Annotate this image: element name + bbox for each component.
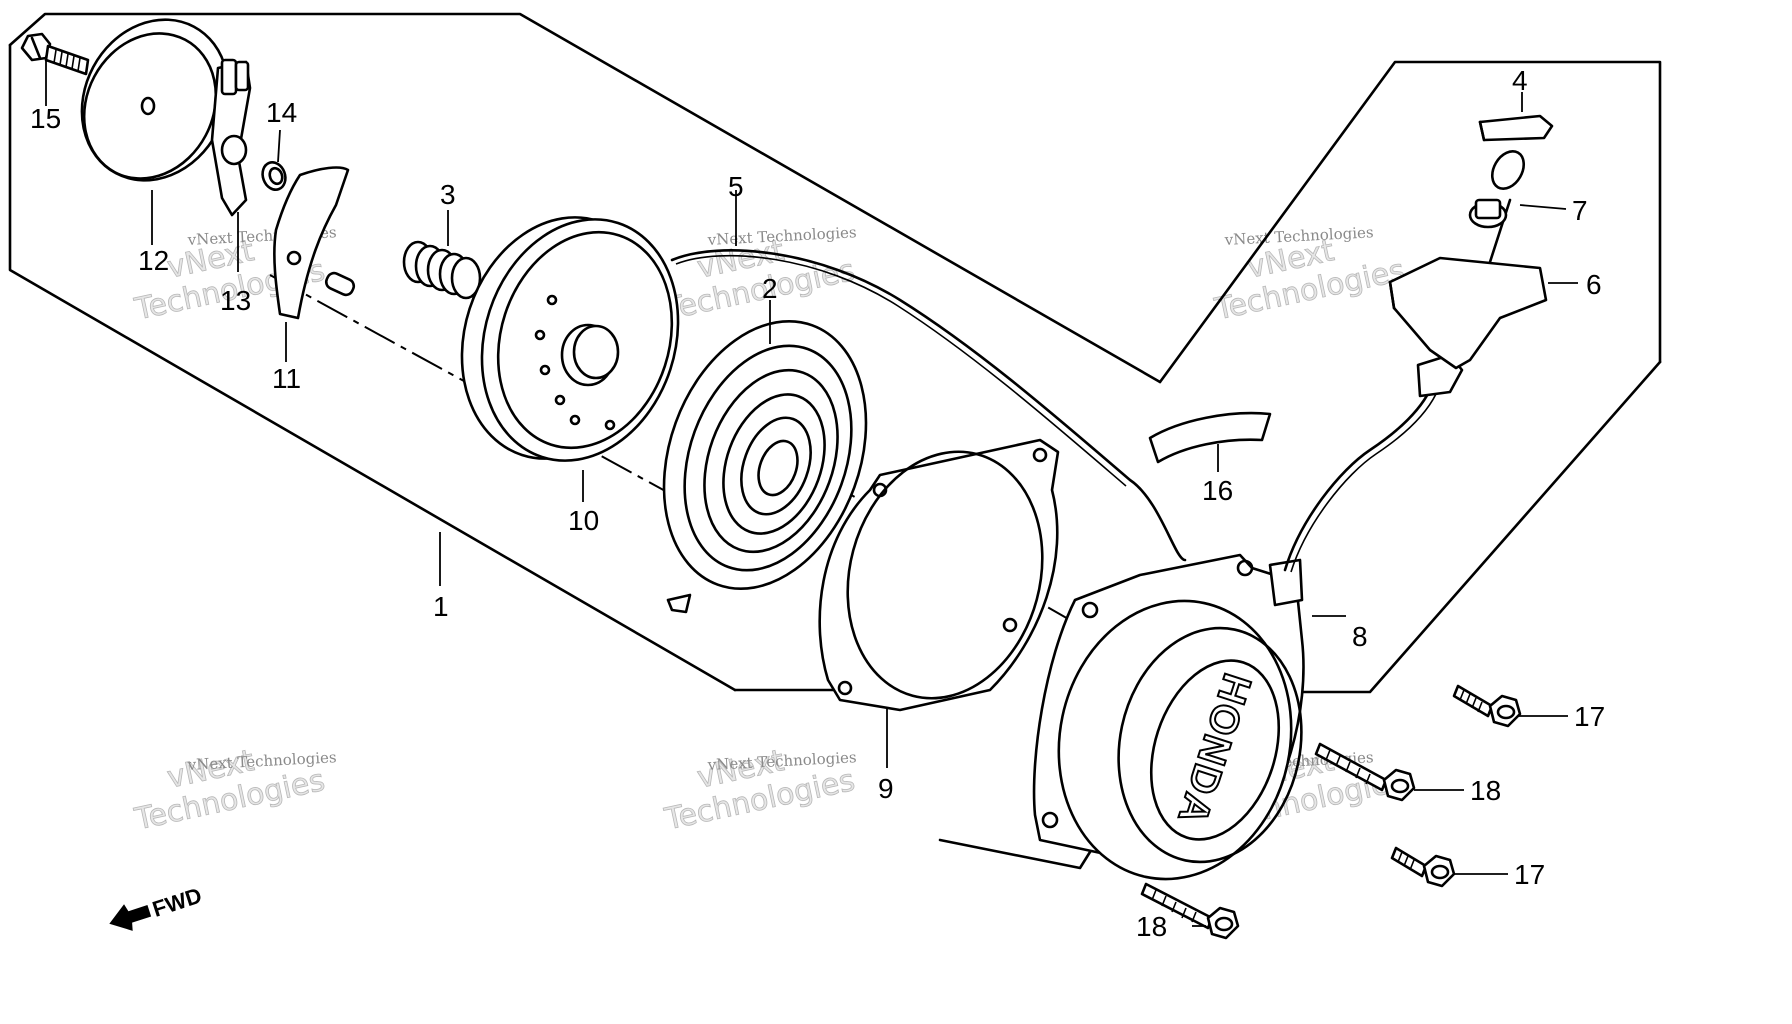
callout-18-lower: 18	[1136, 911, 1167, 942]
callout-16: 16	[1202, 475, 1233, 506]
label-16	[1148, 411, 1272, 464]
callout-15: 15	[30, 103, 61, 134]
callout-8: 8	[1352, 621, 1368, 652]
callout-12: 12	[138, 245, 169, 276]
gasket-9	[818, 438, 1060, 712]
callout-1: 1	[433, 591, 449, 622]
knot-7	[1468, 150, 1526, 229]
starter-case-8: HONDA	[1032, 553, 1305, 881]
callout-3: 3	[440, 179, 456, 210]
callout-10: 10	[568, 505, 599, 536]
ratchet-11	[273, 166, 356, 320]
callout-17-lower: 17	[1514, 859, 1545, 890]
leader-lines	[45, 60, 1578, 927]
bolt-18-lower	[1140, 882, 1240, 940]
assembly-outline-left	[8, 12, 1162, 692]
bolt-18-upper	[1314, 742, 1416, 802]
starter-grip-6	[1283, 198, 1548, 573]
callout-18-upper: 18	[1470, 775, 1501, 806]
cap-4	[1478, 114, 1554, 142]
fwd-label: FWD	[149, 883, 204, 922]
rope-5	[670, 249, 1187, 562]
reel-10	[460, 216, 680, 462]
watermark: vNext Technologies	[131, 743, 329, 838]
callout-13: 13	[220, 285, 251, 316]
bolt-17-upper	[1452, 684, 1522, 728]
callout-17-upper: 17	[1574, 701, 1605, 732]
callout-4: 4	[1512, 65, 1528, 96]
collar-14	[261, 161, 287, 191]
callout-14: 14	[266, 97, 297, 128]
fwd-arrow: FWD	[109, 883, 205, 931]
callout-2: 2	[762, 273, 778, 304]
spring-3	[402, 240, 482, 300]
bolt-15	[20, 32, 90, 76]
callouts: 15 12 13 14 11 3 10 2 5 1 9 8 16 4 7 6 1…	[30, 65, 1605, 942]
callout-6: 6	[1586, 269, 1602, 300]
pawl-13	[210, 58, 252, 217]
callout-7: 7	[1572, 195, 1588, 226]
bolt-17-lower	[1390, 846, 1456, 888]
callout-5: 5	[728, 171, 744, 202]
callout-11: 11	[272, 363, 301, 394]
callout-9: 9	[878, 773, 894, 804]
watermark: vNext Technologies	[661, 743, 859, 838]
recoil-spring-2	[662, 320, 868, 614]
